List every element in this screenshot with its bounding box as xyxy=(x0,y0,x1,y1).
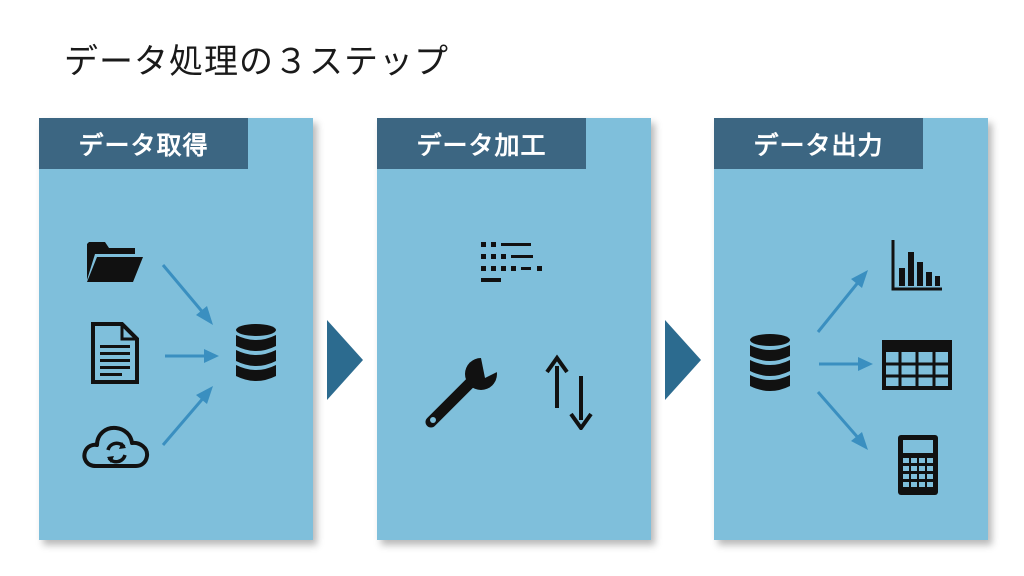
table-grid-icon xyxy=(882,340,952,390)
step-panel-output: データ出力 xyxy=(714,118,988,540)
arrow-icon xyxy=(814,388,874,454)
wrench-icon xyxy=(425,358,505,432)
step-header-processing: データ加工 xyxy=(377,118,586,169)
arrow-icon xyxy=(163,348,221,364)
step-header-acquisition: データ取得 xyxy=(39,118,248,169)
calculator-icon xyxy=(897,434,939,496)
step-panel-acquisition: データ取得 xyxy=(39,118,313,540)
cloud-sync-icon xyxy=(80,420,152,470)
arrow-icon xyxy=(159,383,219,449)
step-header-output: データ出力 xyxy=(714,118,923,169)
database-icon xyxy=(748,333,792,393)
step-panel-processing: データ加工 xyxy=(377,118,651,540)
arrow-icon xyxy=(159,261,219,329)
chevron-right-icon xyxy=(665,320,701,400)
database-icon xyxy=(234,323,278,383)
document-icon xyxy=(90,321,140,385)
page-title: データ処理の３ステップ xyxy=(64,42,449,82)
bar-chart-icon xyxy=(890,238,944,292)
sort-arrows-icon xyxy=(541,354,597,430)
folder-icon xyxy=(85,238,145,284)
arrow-icon xyxy=(817,356,875,372)
chevron-right-icon xyxy=(327,320,363,400)
filter-list-icon xyxy=(481,242,547,292)
arrow-icon xyxy=(814,266,874,336)
